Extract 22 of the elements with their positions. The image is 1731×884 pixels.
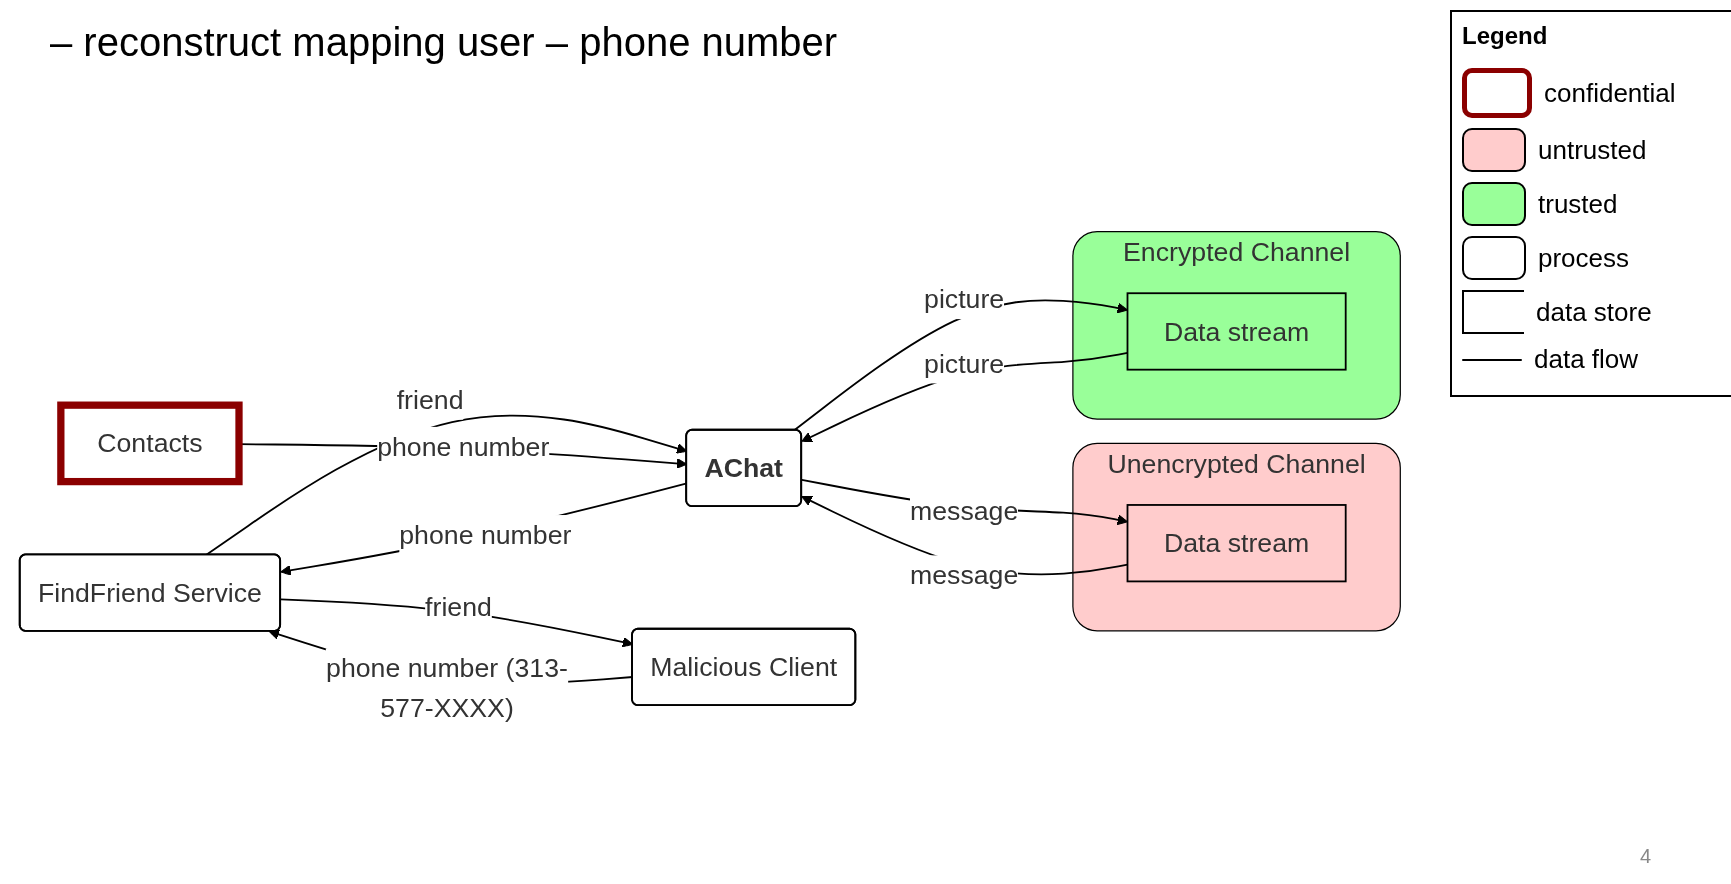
legend-label: process (1538, 242, 1630, 274)
edge-label: phone number (399, 519, 572, 551)
legend-label: data flow (1534, 344, 1639, 375)
legend-label: trusted (1538, 188, 1618, 220)
node-box: Contacts (57, 401, 243, 486)
edge-label: phone number (313-577-XXXX) (326, 653, 568, 724)
legend-label: data store (1536, 296, 1652, 328)
edge-label: friend (425, 592, 492, 623)
edge-label: message (909, 495, 1019, 527)
edge-label: picture (924, 348, 1005, 379)
edge-label: picture (924, 284, 1005, 315)
legend-label: untrusted (1538, 134, 1647, 166)
node-box: Data stream (1126, 292, 1347, 371)
edge-label: message (909, 560, 1019, 591)
page-number: 4 (1640, 845, 1652, 868)
legend-title: Legend (1462, 22, 1548, 50)
edge-label: phone number (377, 431, 550, 462)
edge-label: friend (396, 384, 464, 415)
node-box: Data stream (1126, 504, 1347, 583)
arrow (793, 299, 1128, 432)
legend-label: confidential (1544, 77, 1676, 109)
slide-title: – reconstruct mapping user – phone number (50, 20, 838, 65)
